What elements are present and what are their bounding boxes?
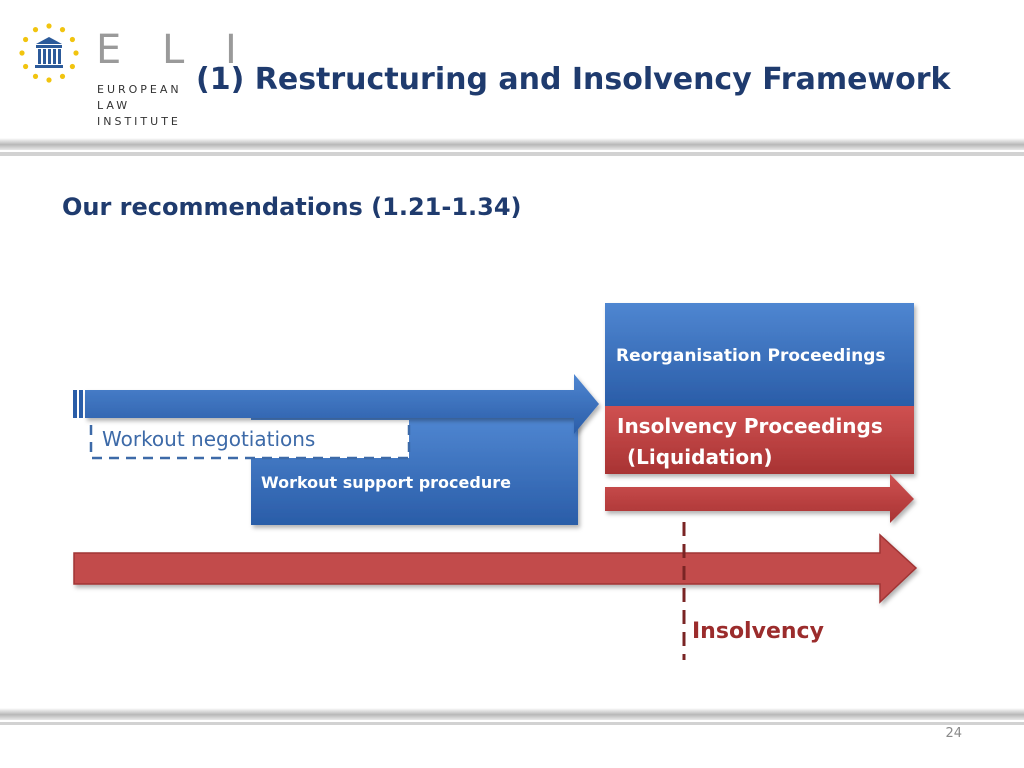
section-subtitle: Our recommendations (1.21-1.34) [62,193,522,221]
footer-divider-thin [0,722,1024,725]
header-divider-thin [0,152,1024,156]
workout-negotiations-bg [91,420,409,458]
logo-text-institute: INSTITUTE [97,115,181,128]
logo-text-european: EUROPEAN [97,83,182,96]
blue-arrow-tail-stripe-2 [79,390,83,418]
reorganisation-label: Reorganisation Proceedings [616,346,886,366]
header-divider [0,138,1024,150]
eli-logo-icon [19,23,79,83]
logo-letters: E L I [96,27,251,73]
footer-divider [0,708,1024,720]
insolvency-marker-label: Insolvency [692,619,824,644]
blue-arrow-tail-stripe [73,390,77,418]
page-title: (1) Restructuring and Insolvency Framewo… [196,62,951,97]
insolvency-proceedings-box [605,406,914,474]
liquidation-arrow [605,474,914,523]
workout-negotiations-dashed-border [89,420,411,460]
page-number: 24 [945,726,962,741]
reorganisation-box [605,303,914,406]
insolvency-proceedings-label: Insolvency Proceedings [617,414,883,438]
workout-support-label: Workout support procedure [261,473,511,492]
liquidation-label: (Liquidation) [627,445,773,469]
workout-arrow [85,374,599,434]
logo-text-law: LAW [97,99,131,112]
workout-negotiations-label: Workout negotiations [102,427,315,451]
timeline-arrow [73,533,918,604]
